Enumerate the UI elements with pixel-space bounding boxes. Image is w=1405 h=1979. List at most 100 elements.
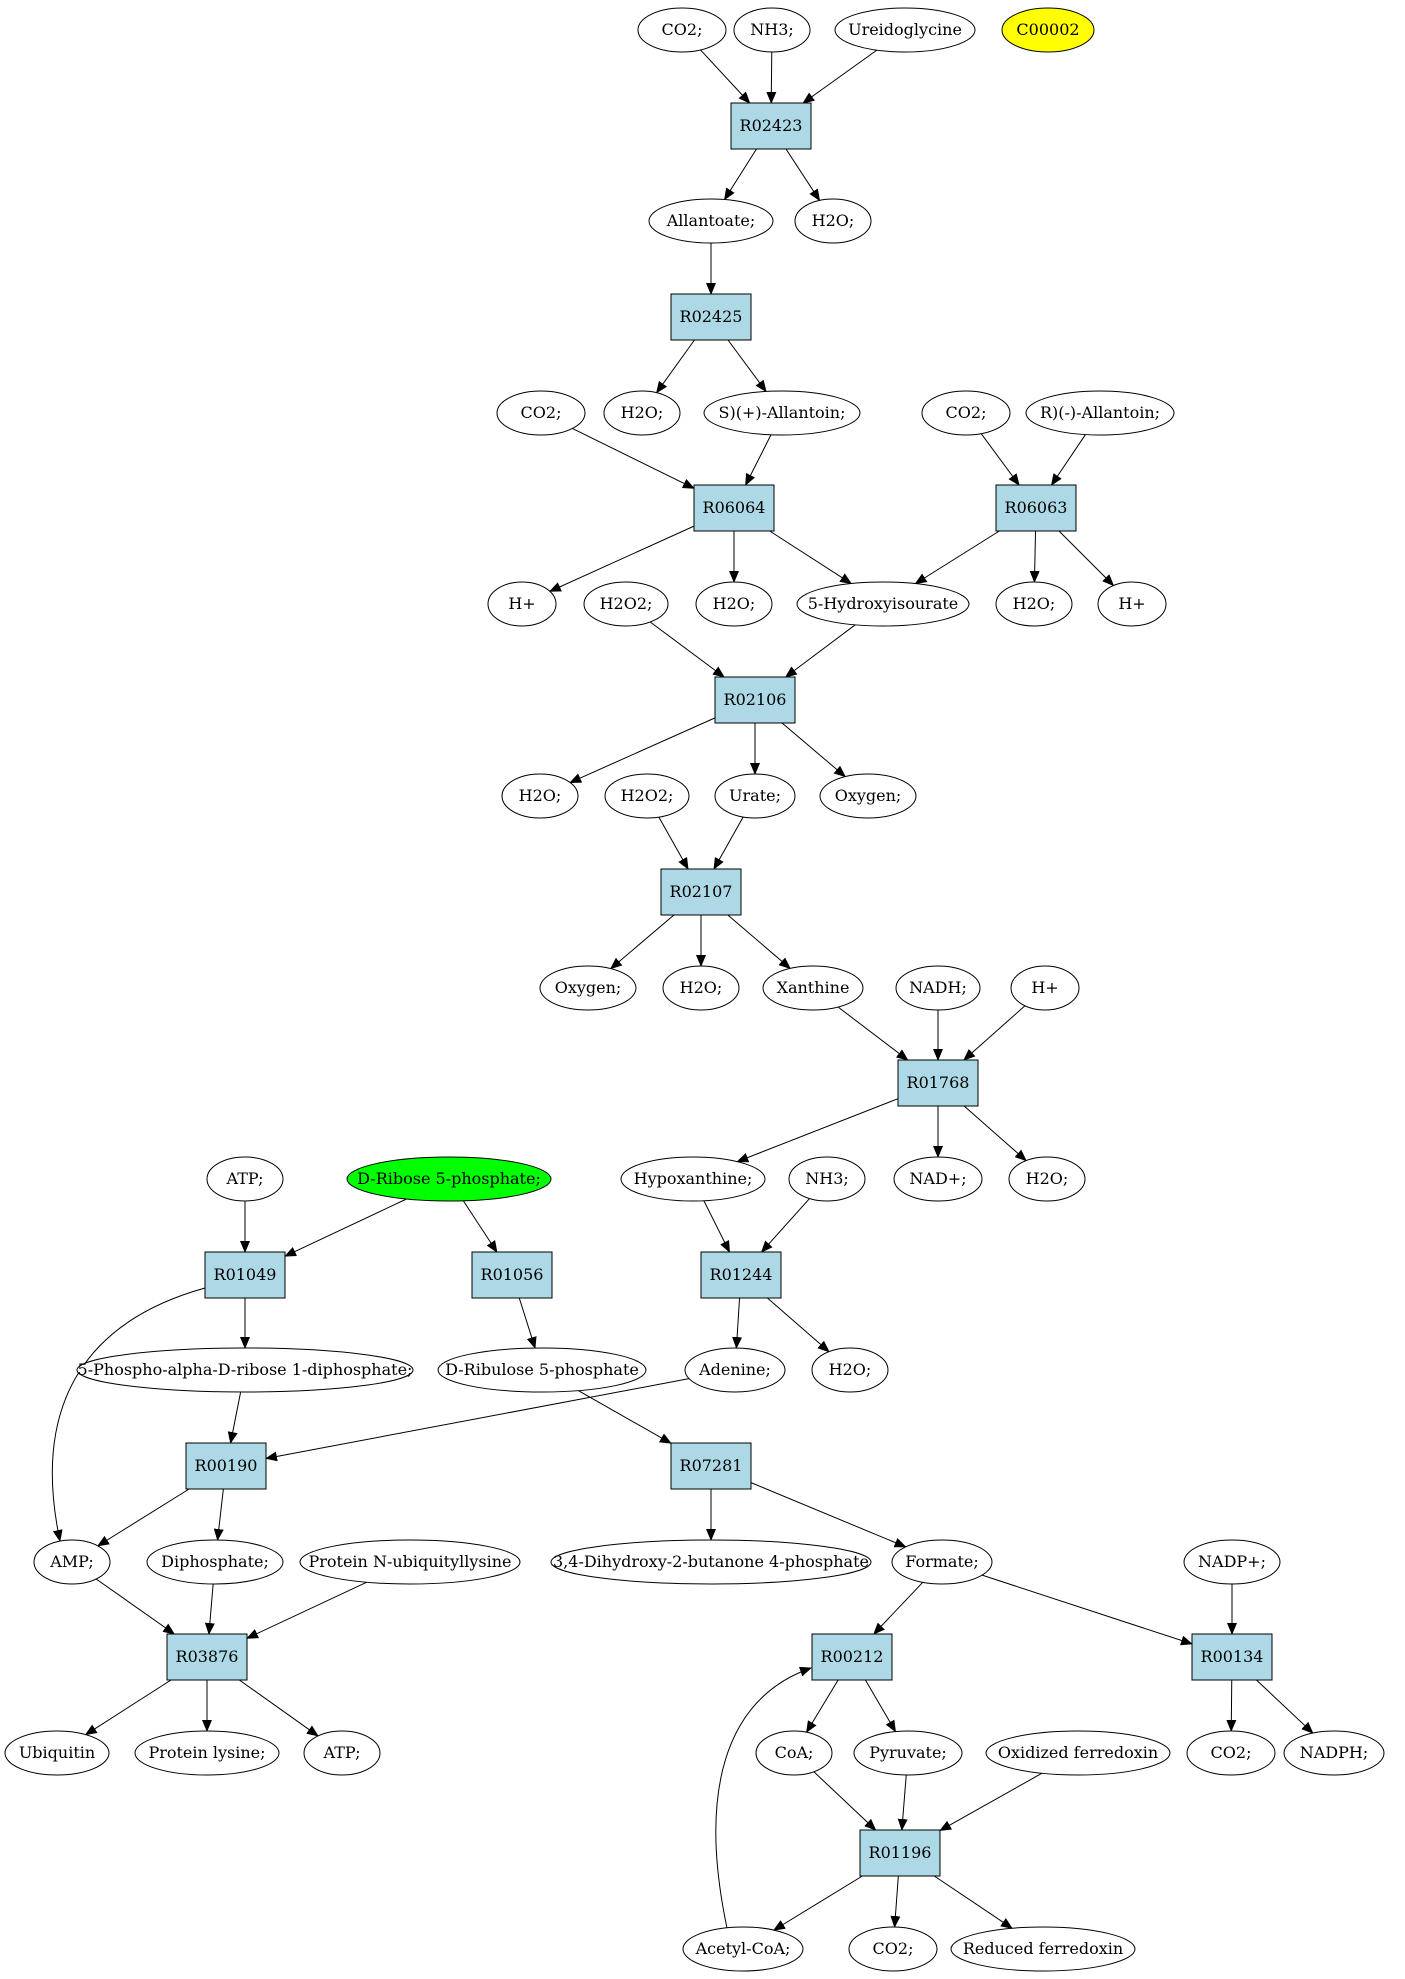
metabolite-node-h2o_4[interactable]: H2O; [995, 581, 1073, 627]
metabolite-node-h2o2_1[interactable]: H2O2; [583, 581, 669, 627]
metabolite-node-hplus_3[interactable]: H+ [1010, 965, 1080, 1011]
reaction-node-r00134[interactable]: R00134 [1191, 1633, 1273, 1681]
node-label: NADP+; [1198, 1552, 1266, 1571]
reaction-node-r01196[interactable]: R01196 [859, 1829, 941, 1877]
metabolite-node-nadh[interactable]: NADH; [895, 965, 981, 1011]
node-label: H2O; [680, 978, 723, 997]
metabolite-node-hplus_2[interactable]: H+ [1097, 581, 1167, 627]
node-label: Pyruvate; [869, 1743, 947, 1762]
reaction-node-r00212[interactable]: R00212 [811, 1633, 893, 1681]
metabolite-node-h2o_5[interactable]: H2O; [501, 773, 579, 819]
reaction-node-r06064[interactable]: R06064 [693, 484, 775, 532]
node-label: R00134 [1201, 1647, 1264, 1666]
node-label: 5-Hydroxyisourate [808, 594, 959, 613]
edge-r06063-to-hplus_2 [1058, 530, 1115, 587]
metabolite-node-nadph[interactable]: NADPH; [1283, 1730, 1385, 1776]
reaction-node-r02423[interactable]: R02423 [730, 102, 812, 150]
reaction-node-r01049[interactable]: R01049 [204, 1251, 286, 1299]
metabolite-node-allantoate[interactable]: Allantoate; [648, 198, 774, 244]
metabolite-node-acetylcoa[interactable]: Acetyl-CoA; [682, 1926, 804, 1972]
reaction-node-r01244[interactable]: R01244 [700, 1251, 782, 1299]
metabolite-node-pyruvate[interactable]: Pyruvate; [853, 1730, 963, 1776]
metabolite-node-c00002[interactable]: C00002 [1001, 7, 1095, 53]
metabolite-node-h2o_7[interactable]: H2O; [1008, 1156, 1086, 1202]
metabolite-node-h2o_6[interactable]: H2O; [662, 965, 740, 1011]
edge-co2_1-to-r02423 [700, 49, 751, 104]
metabolite-node-hydroxyisourate[interactable]: 5-Hydroxyisourate [796, 581, 970, 627]
metabolite-node-coa[interactable]: CoA; [755, 1730, 833, 1776]
reaction-node-r01056[interactable]: R01056 [471, 1251, 553, 1299]
metabolite-node-dhbp[interactable]: 3,4-Dihydroxy-2-butanone 4-phosphate [550, 1539, 872, 1585]
node-label: H+ [1031, 978, 1058, 997]
metabolite-node-ribulose5p[interactable]: D-Ribulose 5-phosphate [437, 1347, 647, 1393]
reaction-node-r03876[interactable]: R03876 [166, 1633, 248, 1681]
metabolite-ellipse [76, 1347, 414, 1393]
reaction-node-r02106[interactable]: R02106 [714, 676, 796, 724]
node-label: R02425 [680, 307, 743, 326]
metabolite-node-formate[interactable]: Formate; [891, 1539, 993, 1585]
edge-hydroxyisourate-to-r02106 [784, 624, 856, 678]
metabolite-node-xanthine[interactable]: Xanthine [762, 965, 864, 1011]
node-label: Acetyl-CoA; [695, 1939, 791, 1958]
edge-r03876-to-atp_2 [239, 1679, 319, 1737]
metabolite-node-red_fd[interactable]: Reduced ferredoxin [950, 1926, 1136, 1972]
metabolite-node-atp_2[interactable]: ATP; [303, 1730, 381, 1776]
metabolite-node-amp[interactable]: AMP; [33, 1539, 111, 1585]
metabolite-node-nadplus[interactable]: NAD+; [893, 1156, 983, 1202]
edge-r_allantoin-to-r06063 [1050, 434, 1086, 486]
metabolite-node-h2o_8[interactable]: H2O; [811, 1347, 889, 1393]
metabolite-ellipse [1010, 965, 1080, 1011]
metabolite-node-h2o_2[interactable]: H2O; [603, 390, 681, 436]
metabolite-node-prpp[interactable]: 5-Phospho-alpha-D-ribose 1-diphosphate; [76, 1347, 414, 1393]
metabolite-node-atp_1[interactable]: ATP; [206, 1156, 284, 1202]
node-label: NADH; [909, 978, 967, 997]
metabolite-node-s_allantoin[interactable]: S)(+)-Allantoin; [703, 390, 861, 436]
metabolite-node-r_allantoin[interactable]: R)(-)-Allantoin; [1025, 390, 1175, 436]
metabolite-node-hplus_1[interactable]: H+ [487, 581, 557, 627]
node-label: H2O; [1026, 1169, 1069, 1188]
metabolite-node-co2_1[interactable]: CO2; [637, 7, 727, 53]
reaction-node-r02425[interactable]: R02425 [670, 293, 752, 341]
metabolite-ellipse [303, 1730, 381, 1776]
metabolite-node-ox_fd[interactable]: Oxidized ferredoxin [985, 1730, 1171, 1776]
metabolite-node-oxygen_1[interactable]: Oxygen; [819, 773, 917, 819]
metabolite-node-urate[interactable]: Urate; [714, 773, 796, 819]
metabolite-node-nh3_1[interactable]: NH3; [733, 7, 811, 53]
metabolite-node-h2o_3[interactable]: H2O; [695, 581, 773, 627]
metabolite-node-nadpplus[interactable]: NADP+; [1183, 1539, 1281, 1585]
metabolite-node-co2_3[interactable]: CO2; [921, 390, 1011, 436]
metabolite-node-co2_5[interactable]: CO2; [848, 1926, 938, 1972]
metabolite-node-co2_4[interactable]: CO2; [1186, 1730, 1276, 1776]
metabolite-node-oxygen_2[interactable]: Oxygen; [539, 965, 637, 1011]
metabolite-node-diphosphate[interactable]: Diphosphate; [146, 1539, 284, 1585]
reaction-box [670, 293, 752, 341]
metabolite-node-adenine[interactable]: Adenine; [684, 1347, 786, 1393]
node-label: R06064 [703, 498, 766, 517]
reaction-node-r01768[interactable]: R01768 [897, 1059, 979, 1107]
reaction-node-r02107[interactable]: R02107 [660, 868, 742, 916]
reaction-box [185, 1442, 267, 1490]
node-label: Ubiquitin [19, 1743, 95, 1762]
node-label: R02107 [670, 882, 733, 901]
metabolite-node-ureidoglycine[interactable]: Ureidoglycine [834, 7, 976, 53]
reaction-node-r07281[interactable]: R07281 [670, 1442, 752, 1490]
metabolite-ellipse [853, 1730, 963, 1776]
node-label: R01056 [481, 1265, 544, 1284]
reaction-node-r00190[interactable]: R00190 [185, 1442, 267, 1490]
metabolite-node-protein_lys[interactable]: Protein lysine; [134, 1730, 280, 1776]
metabolite-node-co2_2[interactable]: CO2; [496, 390, 586, 436]
edge-hypoxanthine-to-r01244 [703, 1200, 730, 1253]
metabolite-ellipse [1001, 7, 1095, 53]
metabolite-node-h2o2_2[interactable]: H2O2; [604, 773, 690, 819]
node-label: CO2; [873, 1939, 914, 1958]
node-label: H2O2; [600, 594, 653, 613]
metabolite-node-ubiquitin[interactable]: Ubiquitin [4, 1730, 110, 1776]
metabolite-node-ribose5p[interactable]: D-Ribose 5-phosphate; [346, 1156, 552, 1202]
metabolite-node-hypoxanthine[interactable]: Hypoxanthine; [620, 1156, 766, 1202]
metabolite-node-protein_nub[interactable]: Protein N-ubiquityllysine [299, 1539, 521, 1585]
metabolite-node-h2o_1[interactable]: H2O; [794, 198, 872, 244]
reaction-box [471, 1251, 553, 1299]
metabolite-node-nh3_2[interactable]: NH3; [788, 1156, 866, 1202]
reaction-node-r06063[interactable]: R06063 [995, 484, 1077, 532]
metabolite-ellipse [714, 773, 796, 819]
